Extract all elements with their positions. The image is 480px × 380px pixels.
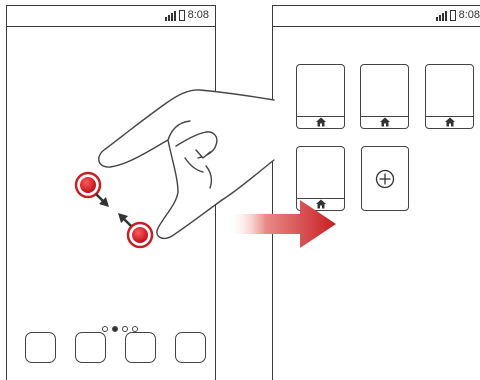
status-bar: 8:08 [7,6,215,27]
page-dot[interactable] [122,326,128,332]
status-time: 8:08 [459,9,480,21]
battery-icon [179,10,185,21]
status-bar: 8:08 [273,6,480,27]
home-icon [444,117,455,127]
signal-icon [165,10,176,21]
dock-slot[interactable] [125,332,156,363]
page-dot-active[interactable] [112,326,118,332]
screen-thumbnail[interactable] [296,64,345,129]
status-time: 8:08 [188,9,209,21]
home-icon [379,117,390,127]
home-icon [315,199,326,209]
add-screen-button[interactable] [361,146,409,211]
screen-thumbnail[interactable] [360,64,409,129]
home-icon [315,117,326,127]
signal-icon [436,10,447,21]
home-screen-phone: 8:08 [6,5,216,380]
dock-slot[interactable] [75,332,106,363]
dock-slot[interactable] [175,332,206,363]
dock-slot[interactable] [25,332,56,363]
page-dot[interactable] [102,326,108,332]
plus-circle-icon [376,169,395,188]
battery-icon [450,10,456,21]
screen-thumbnail[interactable] [425,64,474,129]
screen-thumbnail[interactable] [296,146,345,211]
